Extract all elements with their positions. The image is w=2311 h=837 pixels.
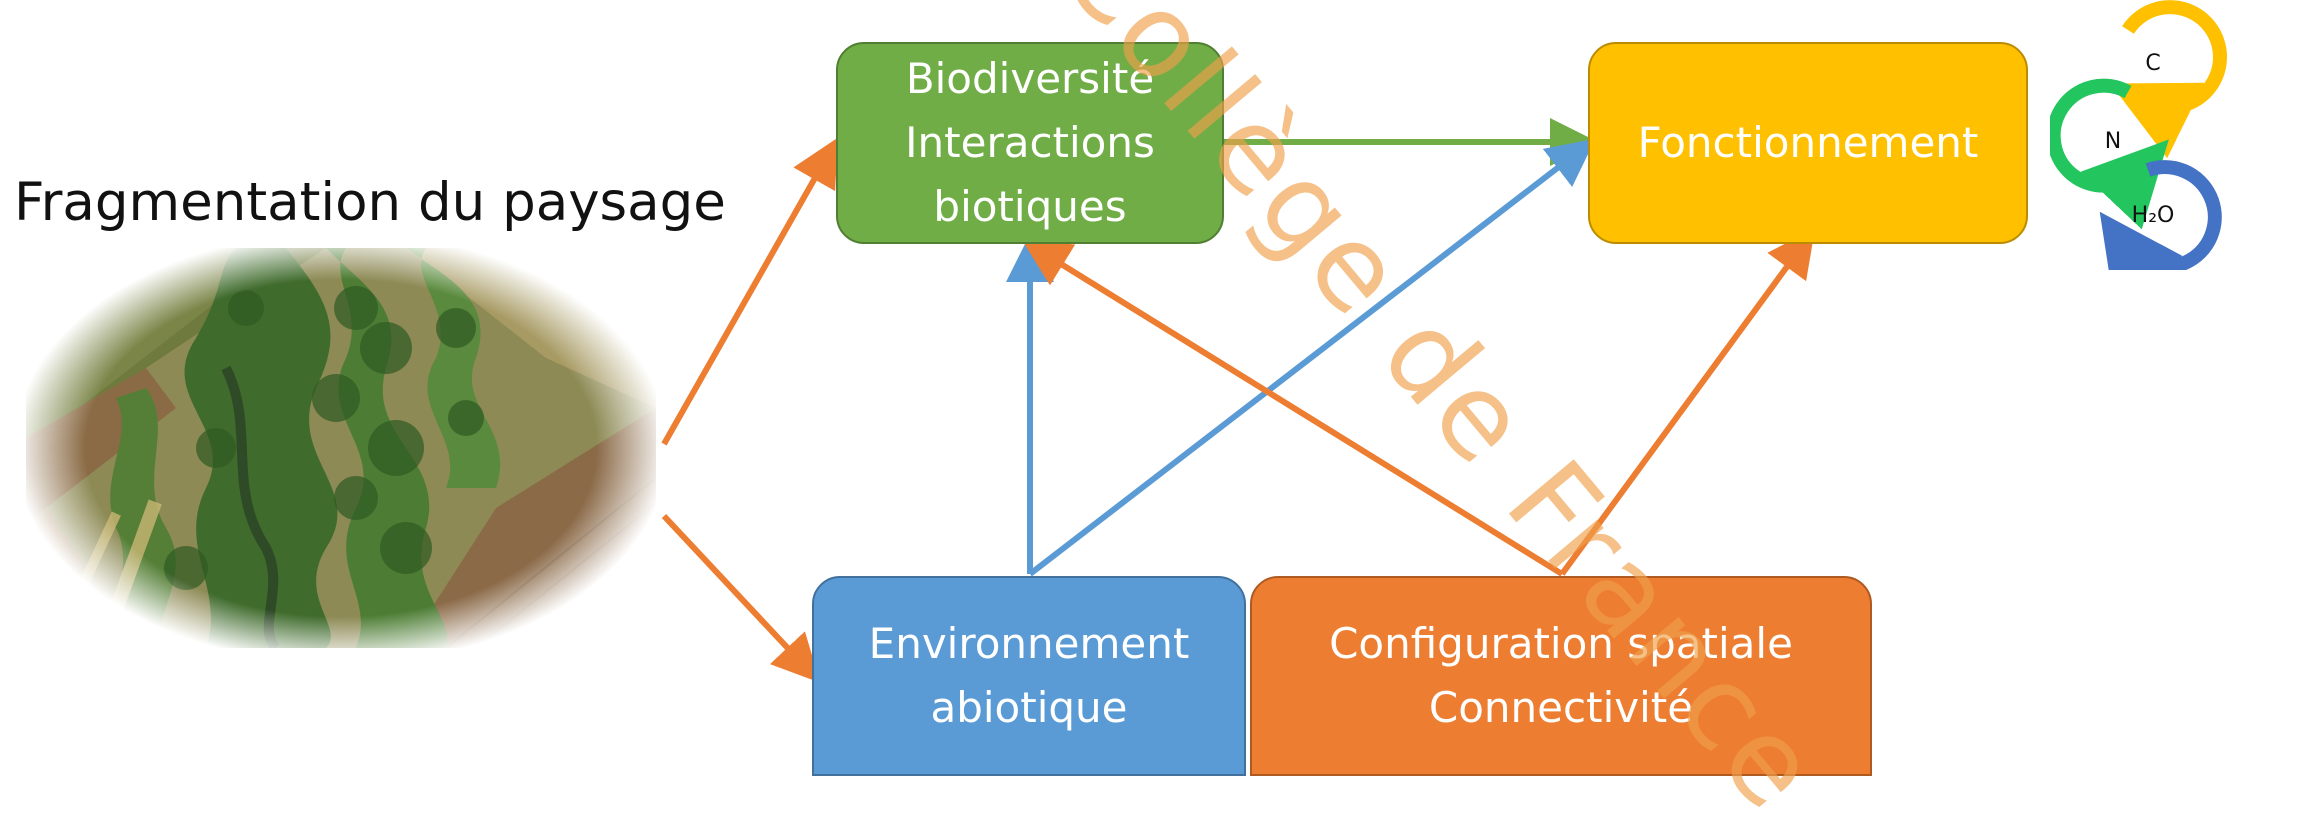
biodiversite-line-3: biotiques (933, 182, 1127, 231)
water-cycle-arrow (2099, 160, 2222, 270)
biodiversite-box: Biodiversité Interactions biotiques (836, 42, 1224, 244)
biodiversite-line-2: Interactions (905, 118, 1155, 167)
arrow-fragmentation-to-environnement (661, 513, 821, 683)
biogeochemical-cycles-icon: C N H₂O (2050, 0, 2227, 270)
arrows-layer (661, 118, 1816, 683)
fonctionnement-box: Fonctionnement (1588, 42, 2028, 244)
arrow-environnement-to-fonctionnement (1028, 138, 1596, 577)
carbon-cycle-arrow (2110, 0, 2227, 159)
arrow-configuration-to-fonctionnement (1559, 228, 1816, 576)
configuration-line-2: Connectivité (1428, 683, 1694, 732)
biodiversite-line-1: Biodiversité (905, 54, 1155, 103)
configuration-box: Configuration spatiale Connectivité (1250, 576, 1872, 776)
configuration-line-1: Configuration spatiale (1329, 619, 1793, 668)
arrow-fragmentation-to-biodiversite (661, 137, 838, 446)
environnement-box: Environnement abiotique (812, 576, 1246, 776)
diagram-title: Fragmentation du paysage (14, 172, 726, 233)
landscape-photo (26, 248, 656, 648)
diagram-canvas: Fragmentation du paysage (14, 0, 2227, 837)
environnement-line-2: abiotique (930, 683, 1128, 732)
fonctionnement-line-1: Fonctionnement (1637, 118, 1979, 167)
arrow-configuration-to-biodiversite (1021, 239, 1564, 577)
nitrogen-label: N (2105, 129, 2121, 154)
water-label: H₂O (2132, 203, 2175, 228)
carbon-label: C (2145, 51, 2160, 76)
nitrogen-cycle-arrow (2050, 78, 2169, 230)
aerial-landscape-image (26, 248, 656, 648)
environnement-line-1: Environnement (868, 619, 1190, 668)
